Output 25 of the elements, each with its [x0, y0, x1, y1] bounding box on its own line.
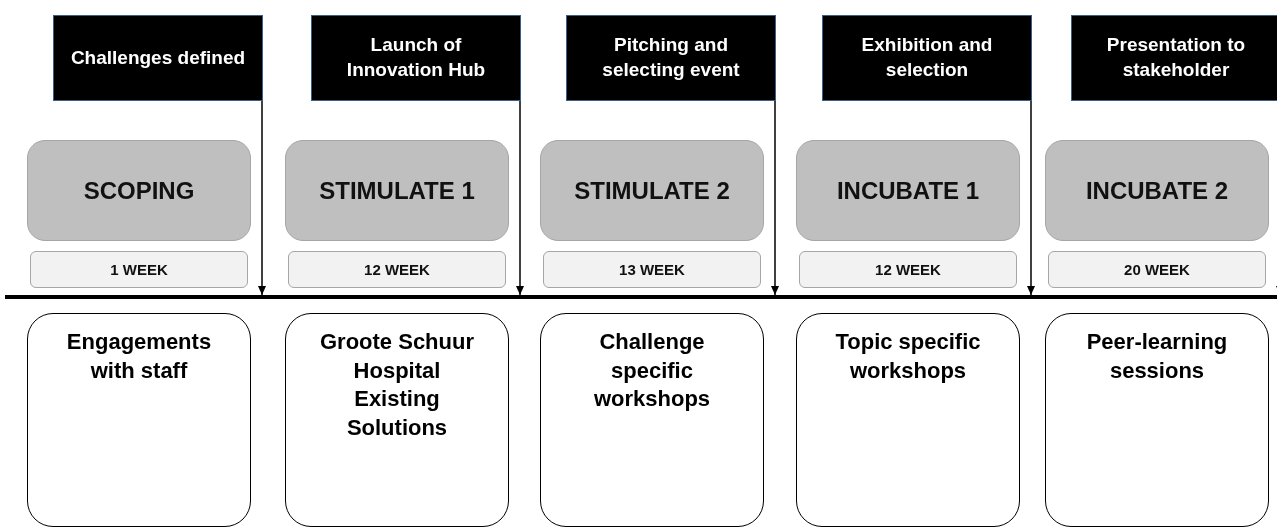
phase-box: INCUBATE 2	[1045, 140, 1269, 241]
duration-box: 1 WEEK	[30, 251, 248, 288]
phase-box: STIMULATE 2	[540, 140, 764, 241]
activity-box: Engagements with staff	[27, 313, 251, 527]
phase-box: INCUBATE 1	[796, 140, 1020, 241]
duration-box: 20 WEEK	[1048, 251, 1266, 288]
phase-box: SCOPING	[27, 140, 251, 241]
milestone-flag: Challenges defined	[53, 15, 263, 101]
milestone-flag: Presentation to stakeholder	[1071, 15, 1277, 101]
duration-box: 13 WEEK	[543, 251, 761, 288]
arrow	[516, 100, 524, 296]
activity-box: Challenge specific workshops	[540, 313, 764, 527]
milestone-flag: Launch of Innovation Hub	[311, 15, 521, 101]
milestone-flag: Pitching and selecting event	[566, 15, 776, 101]
duration-box: 12 WEEK	[288, 251, 506, 288]
activity-box: Groote Schuur Hospital Existing Solutions	[285, 313, 509, 527]
phase-box: STIMULATE 1	[285, 140, 509, 241]
activity-box: Topic specific workshops	[796, 313, 1020, 527]
arrow	[771, 100, 779, 296]
timeline-bar	[5, 295, 1277, 299]
arrow	[258, 100, 266, 296]
arrow	[1027, 100, 1035, 296]
duration-box: 12 WEEK	[799, 251, 1017, 288]
activity-box: Peer-learning sessions	[1045, 313, 1269, 527]
milestone-flag: Exhibition and selection	[822, 15, 1032, 101]
